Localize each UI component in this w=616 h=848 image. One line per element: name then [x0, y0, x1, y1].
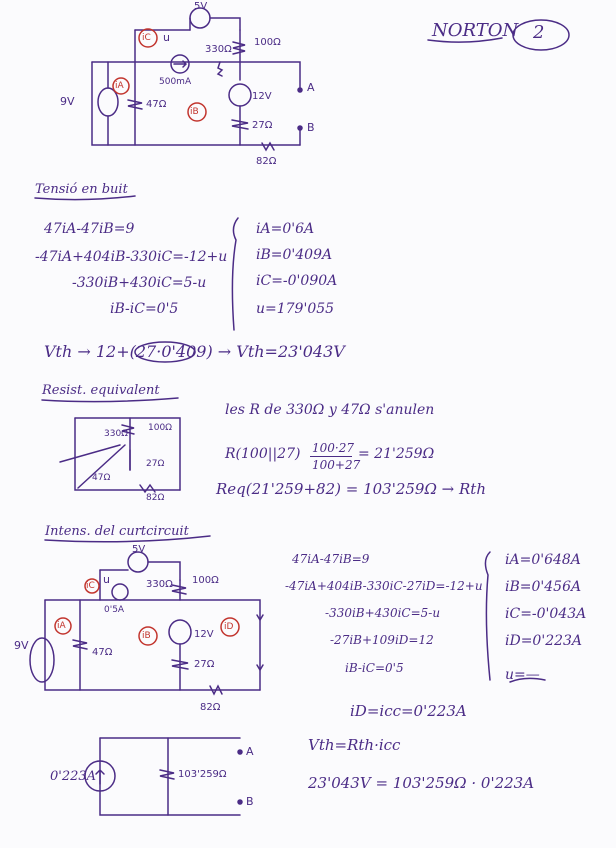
- circuit1-current-source: 500mA: [159, 77, 192, 87]
- section1-heading: Tensió en buit: [35, 182, 128, 197]
- section1-result-ia: iA=0'6A: [256, 221, 315, 237]
- section2-c-r27: 27Ω: [146, 459, 165, 469]
- norton-node-b: B: [246, 795, 254, 808]
- circuit1-node-a: A: [307, 81, 315, 94]
- section3-heading: Intens. del curtcircuit: [45, 524, 189, 539]
- section3-result-u: u=—: [505, 667, 540, 683]
- section3-result-ib: iB=0'456A: [505, 579, 582, 595]
- circuit3-mesh-a: iA: [57, 621, 66, 631]
- section2-c-r82: 82Ω: [146, 493, 165, 503]
- circuit1-r100: 100Ω: [254, 37, 281, 48]
- circuit3-r47: 47Ω: [92, 647, 113, 658]
- norton-node-a: A: [246, 745, 254, 758]
- circuit1-r47: 47Ω: [146, 99, 167, 110]
- section3-result-ic: iC=-0'043A: [505, 606, 587, 622]
- section3-eq-1: 47iA-47iB=9: [292, 552, 370, 566]
- circuit3-r100: 100Ω: [192, 575, 219, 586]
- page-number: 2: [533, 22, 545, 43]
- section1-eq-1: 47iA-47iB=9: [44, 221, 135, 237]
- section3-eq-5: iB-iC=0'5: [345, 661, 404, 675]
- circuit1-u-label: u: [163, 31, 170, 44]
- circuit1-node-b: B: [307, 121, 315, 134]
- section2-c-r47: 47Ω: [92, 473, 111, 483]
- section2-c-r100: 100Ω: [148, 423, 173, 433]
- page-title: NORTON: [432, 20, 519, 41]
- circuit3-v-left: 9V: [14, 639, 29, 652]
- section2-frac-den: 100+27: [312, 458, 361, 472]
- circuit1-v-left: 9V: [60, 95, 75, 108]
- circuit1-r82: 82Ω: [256, 156, 277, 167]
- circuit3-v-mid: 12V: [194, 629, 214, 640]
- section2-c-r330: 330Ω: [104, 429, 129, 439]
- circuit3-current-source: 0'5A: [104, 605, 125, 615]
- section1-vth-line: Vth → 12+(27·0'409) → Vth=23'043V: [44, 342, 345, 361]
- section3-icc-line: iD=icc=0'223A: [350, 702, 467, 720]
- circuit3-mesh-b: iB: [142, 631, 151, 641]
- section1-result-ib: iB=0'409A: [256, 247, 333, 263]
- circuit3-v-top: 5V: [132, 544, 146, 555]
- section1-eq-4: iB-iC=0'5: [110, 301, 179, 317]
- section3-eq-2: -47iA+404iB-330iC-27iD=-12+u: [285, 579, 483, 593]
- section2-r-lhs: R(100||27): [225, 446, 301, 462]
- norton-source: 0'223A: [50, 769, 97, 784]
- circuit3-mesh-d: iD: [224, 622, 234, 632]
- section3-result-id: iD=0'223A: [505, 633, 583, 649]
- section3-vth-num: 23'043V = 103'259Ω · 0'223A: [308, 774, 535, 792]
- section2-heading: Resist. equivalent: [42, 383, 160, 398]
- section2-note: les R de 330Ω y 47Ω s'anulen: [225, 402, 435, 418]
- section1-eq-3: -330iB+430iC=5-u: [72, 275, 207, 291]
- circuit3-r27: 27Ω: [194, 659, 215, 670]
- section2-frac-bar: [310, 456, 352, 457]
- section1-result-u: u=179'055: [256, 301, 335, 317]
- circuit1-mesh-c: iC: [142, 33, 151, 43]
- section1-result-ic: iC=-0'090A: [256, 273, 338, 289]
- circuit3-mesh-c: iC: [86, 581, 95, 591]
- circuit3-u-label: u: [103, 573, 110, 586]
- circuit1-r27: 27Ω: [252, 120, 273, 131]
- circuit3-r330: 330Ω: [146, 579, 173, 590]
- section3-eq-4: -27iB+109iD=12: [330, 633, 434, 647]
- circuit1-r330: 330Ω: [205, 44, 232, 55]
- circuit1-v-top: 5V: [194, 1, 208, 12]
- section2-req-line: Req(21'259+82) = 103'259Ω → Rth: [216, 480, 486, 498]
- section3-result-ia: iA=0'648A: [505, 552, 581, 568]
- section3-vth-eq: Vth=Rth·icc: [308, 736, 401, 754]
- circuit3-r82: 82Ω: [200, 702, 221, 713]
- circuit1-v-mid: 12V: [252, 91, 272, 102]
- circuit1-mesh-a: iA: [115, 81, 124, 91]
- section2-frac-num: 100·27: [312, 441, 354, 455]
- norton-resistor: 103'259Ω: [178, 769, 227, 780]
- section1-eq-2: -47iA+404iB-330iC=-12+u: [35, 249, 228, 265]
- section3-eq-3: -330iB+430iC=5-u: [325, 606, 441, 620]
- section2-r-rhs: = 21'259Ω: [358, 446, 435, 462]
- circuit1-mesh-b: iB: [190, 107, 199, 117]
